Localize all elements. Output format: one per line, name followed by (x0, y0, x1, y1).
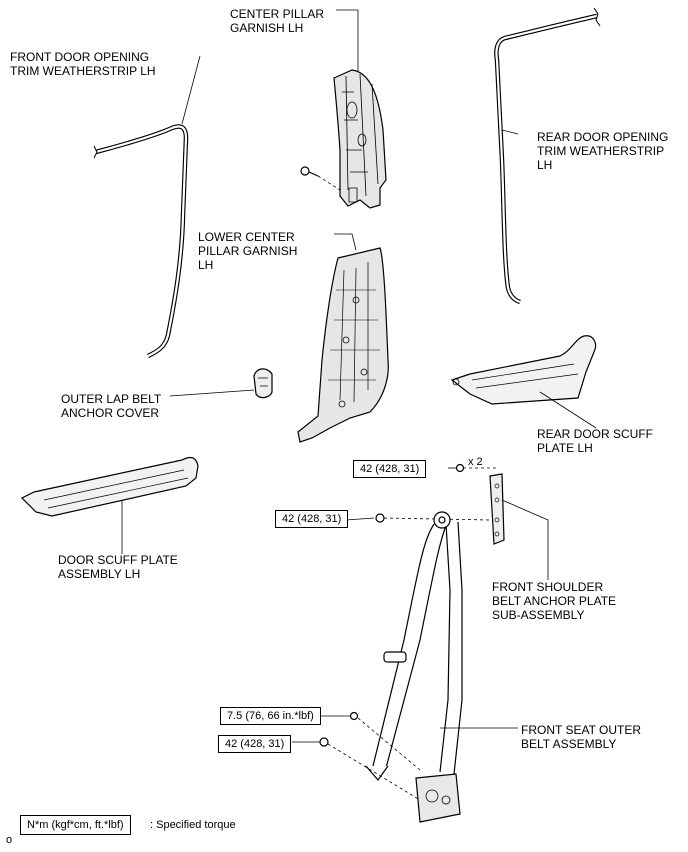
rear-scuff-plate-drawing (452, 336, 596, 404)
bolt-quantity: x 2 (468, 456, 483, 468)
label-outer-lap-belt-anchor-cover: OUTER LAP BELT ANCHOR COVER (61, 392, 162, 420)
label-front-shoulder-belt-anchor-plate: FRONT SHOULDER BELT ANCHOR PLATE SUB-ASS… (492, 580, 617, 622)
label-rear-door-weatherstrip: REAR DOOR OPENING TRIM WEATHERSTRIP LH (537, 130, 669, 172)
label-rear-door-scuff-plate: REAR DOOR SCUFF PLATE LH (537, 427, 654, 455)
rear-door-weatherstrip-drawing (496, 8, 600, 302)
label-lower-center-pillar-garnish: LOWER CENTER PILLAR GARNISH LH (198, 230, 298, 272)
torque-box-lower-anchor-bolt: 42 (428, 31) (218, 735, 292, 753)
label-door-scuff-plate-assembly: DOOR SCUFF PLATE ASSEMBLY LH (58, 553, 178, 581)
door-scuff-plate-drawing (22, 458, 198, 516)
corner-mark: o (6, 834, 13, 846)
legend-specified-torque: : Specified torque (150, 819, 236, 831)
anchor-cover-drawing (254, 369, 272, 398)
leader-lines (122, 56, 596, 742)
front-door-weatherstrip-drawing (94, 126, 186, 356)
label-front-door-weatherstrip: FRONT DOOR OPENING TRIM WEATHERSTRIP LH (10, 50, 156, 78)
center-pillar-garnish-drawing (334, 10, 386, 208)
torque-box-shoulder-bolt: 42 (428, 31) (353, 460, 427, 478)
label-center-pillar-garnish: CENTER PILLAR GARNISH LH (230, 7, 325, 35)
torque-box-anchor-nut: 42 (428, 31) (275, 510, 349, 528)
torque-box-lower-small-bolt: 7.5 (76, 66 in.*lbf) (220, 707, 321, 725)
pillar-clip-drawing (301, 167, 340, 190)
legend-torque-unit-box: N*m (kgf*cm, ft.*lbf) (20, 815, 131, 835)
label-front-seat-outer-belt-assembly: FRONT SEAT OUTER BELT ASSEMBLY (521, 723, 642, 751)
lower-center-pillar-garnish-drawing (298, 248, 388, 442)
anchor-bolts-drawing (376, 465, 498, 523)
seat-belt-drawing (366, 512, 462, 822)
shoulder-anchor-plate-drawing (490, 474, 504, 544)
lower-bolts-drawing (320, 713, 420, 801)
